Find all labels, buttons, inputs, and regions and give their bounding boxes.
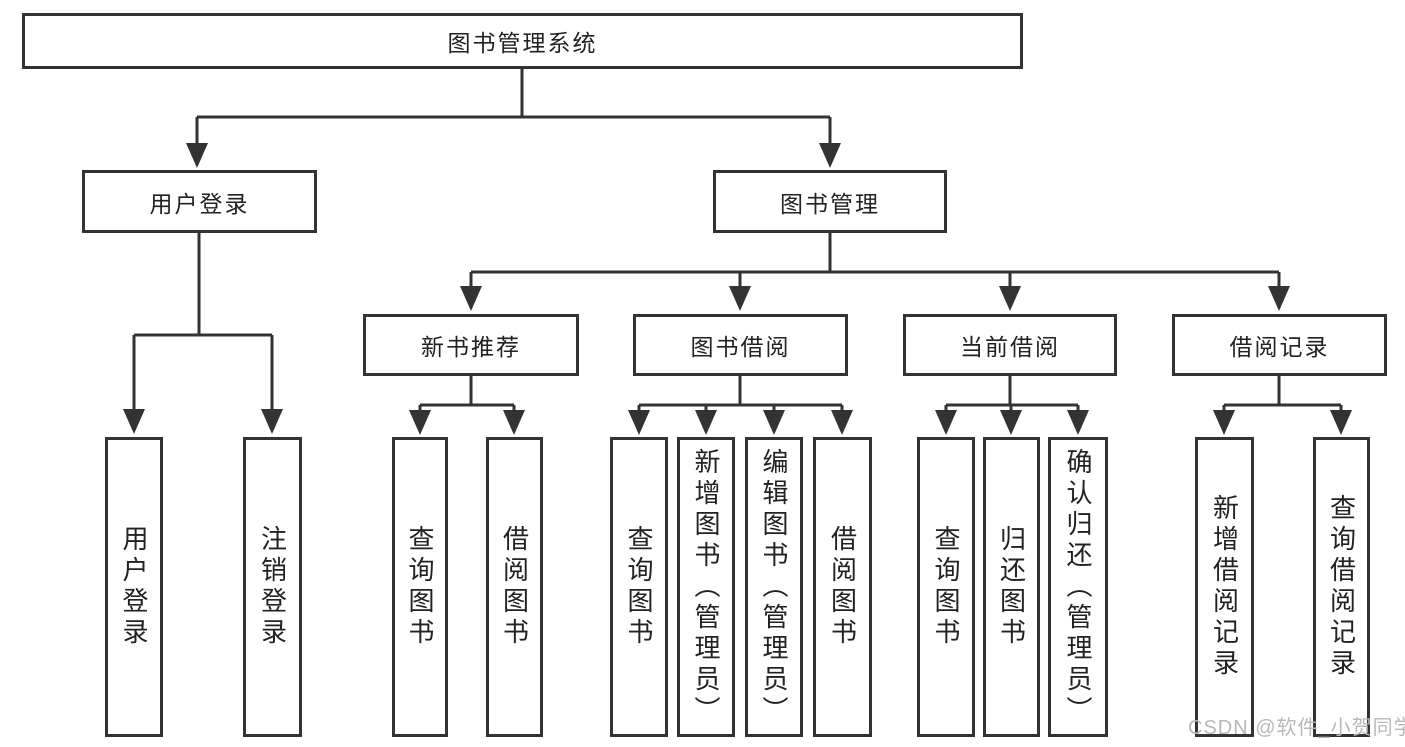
arrowhead-icon xyxy=(503,410,525,435)
connector-book-borrow-to-children xyxy=(637,376,844,411)
leaf-query-borrow-record: 查询借阅记录 xyxy=(1313,437,1370,737)
leaf-query-books-borrow: 查询图书 xyxy=(610,437,668,737)
arrowhead-icon xyxy=(628,410,650,435)
leaf-label: 新增借阅记录 xyxy=(1209,494,1240,680)
leaf-label: 借阅图书 xyxy=(827,525,858,649)
connector-root-to-branches xyxy=(195,69,832,146)
arrowhead-icon xyxy=(1067,410,1089,435)
leaf-label: 编辑图书（管理员） xyxy=(759,447,789,727)
connector-book-management-to-modules xyxy=(469,233,1281,287)
node-label: 图书借阅 xyxy=(690,334,791,360)
arrowhead-icon xyxy=(819,143,841,168)
node-library-management-system: 图书管理系统 xyxy=(22,13,1023,69)
leaf-label: 查询图书 xyxy=(931,525,961,649)
leaf-add-borrow-record: 新增借阅记录 xyxy=(1195,437,1254,737)
arrowhead-icon xyxy=(831,410,853,435)
leaf-label: 归还图书 xyxy=(996,525,1027,649)
leaf-user-login: 用户登录 xyxy=(105,437,163,737)
leaf-add-book-admin: 新增图书（管理员） xyxy=(677,437,735,737)
arrowhead-icon xyxy=(409,410,431,435)
node-current-borrowing: 当前借阅 xyxy=(903,314,1117,376)
leaf-borrow-books-recommend: 借阅图书 xyxy=(486,437,543,737)
arrowhead-icon xyxy=(1000,410,1022,435)
leaf-edit-book-admin: 编辑图书（管理员） xyxy=(745,437,803,737)
leaf-label: 注销登录 xyxy=(257,525,288,649)
leaf-label: 确认归还（管理员） xyxy=(1063,447,1093,727)
connector-user-login-to-children xyxy=(132,233,274,410)
node-label: 用户登录 xyxy=(149,190,250,217)
node-book-borrowing: 图书借阅 xyxy=(633,314,848,376)
arrowhead-icon xyxy=(186,143,208,168)
leaf-return-book: 归还图书 xyxy=(983,437,1040,737)
connector-borrow-records-to-children xyxy=(1222,376,1343,411)
node-label: 图书管理系统 xyxy=(447,30,598,56)
node-label: 借阅记录 xyxy=(1229,334,1330,360)
arrowhead-icon xyxy=(123,409,145,434)
leaf-label: 查询图书 xyxy=(405,525,435,649)
connector-current-borrow-to-children xyxy=(944,376,1080,411)
leaf-label: 新增图书（管理员） xyxy=(691,447,721,727)
arrowhead-icon xyxy=(695,410,717,435)
leaf-query-books-recommend: 查询图书 xyxy=(392,437,448,737)
arrowhead-icon xyxy=(1213,410,1235,435)
leaf-label: 查询图书 xyxy=(624,525,654,649)
node-borrowing-records: 借阅记录 xyxy=(1172,314,1387,376)
connector-new-book-to-children xyxy=(418,376,516,411)
node-new-book-recommendation: 新书推荐 xyxy=(363,314,579,376)
leaf-label: 借阅图书 xyxy=(499,525,530,649)
arrowhead-icon xyxy=(999,286,1021,311)
node-label: 图书管理 xyxy=(780,190,880,217)
arrowhead-icon xyxy=(1330,410,1352,435)
leaf-borrow-books: 借阅图书 xyxy=(813,437,872,737)
watermark: CSDN @软件_小贺同学 xyxy=(1188,717,1405,739)
arrowhead-icon xyxy=(763,410,785,435)
arrowhead-icon xyxy=(935,410,957,435)
node-label: 新书推荐 xyxy=(421,334,521,360)
arrowhead-icon xyxy=(729,286,751,311)
node-user-login: 用户登录 xyxy=(82,170,317,233)
arrowhead-icon xyxy=(1268,286,1290,311)
arrowhead-icon xyxy=(261,409,283,434)
node-label: 当前借阅 xyxy=(960,334,1060,360)
leaf-label: 用户登录 xyxy=(119,525,149,649)
leaf-logout: 注销登录 xyxy=(243,437,302,737)
arrowhead-icon xyxy=(460,286,482,311)
leaf-confirm-return-admin: 确认归还（管理员） xyxy=(1048,437,1108,737)
leaf-query-books-current: 查询图书 xyxy=(917,437,975,737)
node-book-management: 图书管理 xyxy=(713,170,947,233)
leaf-label: 查询借阅记录 xyxy=(1326,494,1357,680)
